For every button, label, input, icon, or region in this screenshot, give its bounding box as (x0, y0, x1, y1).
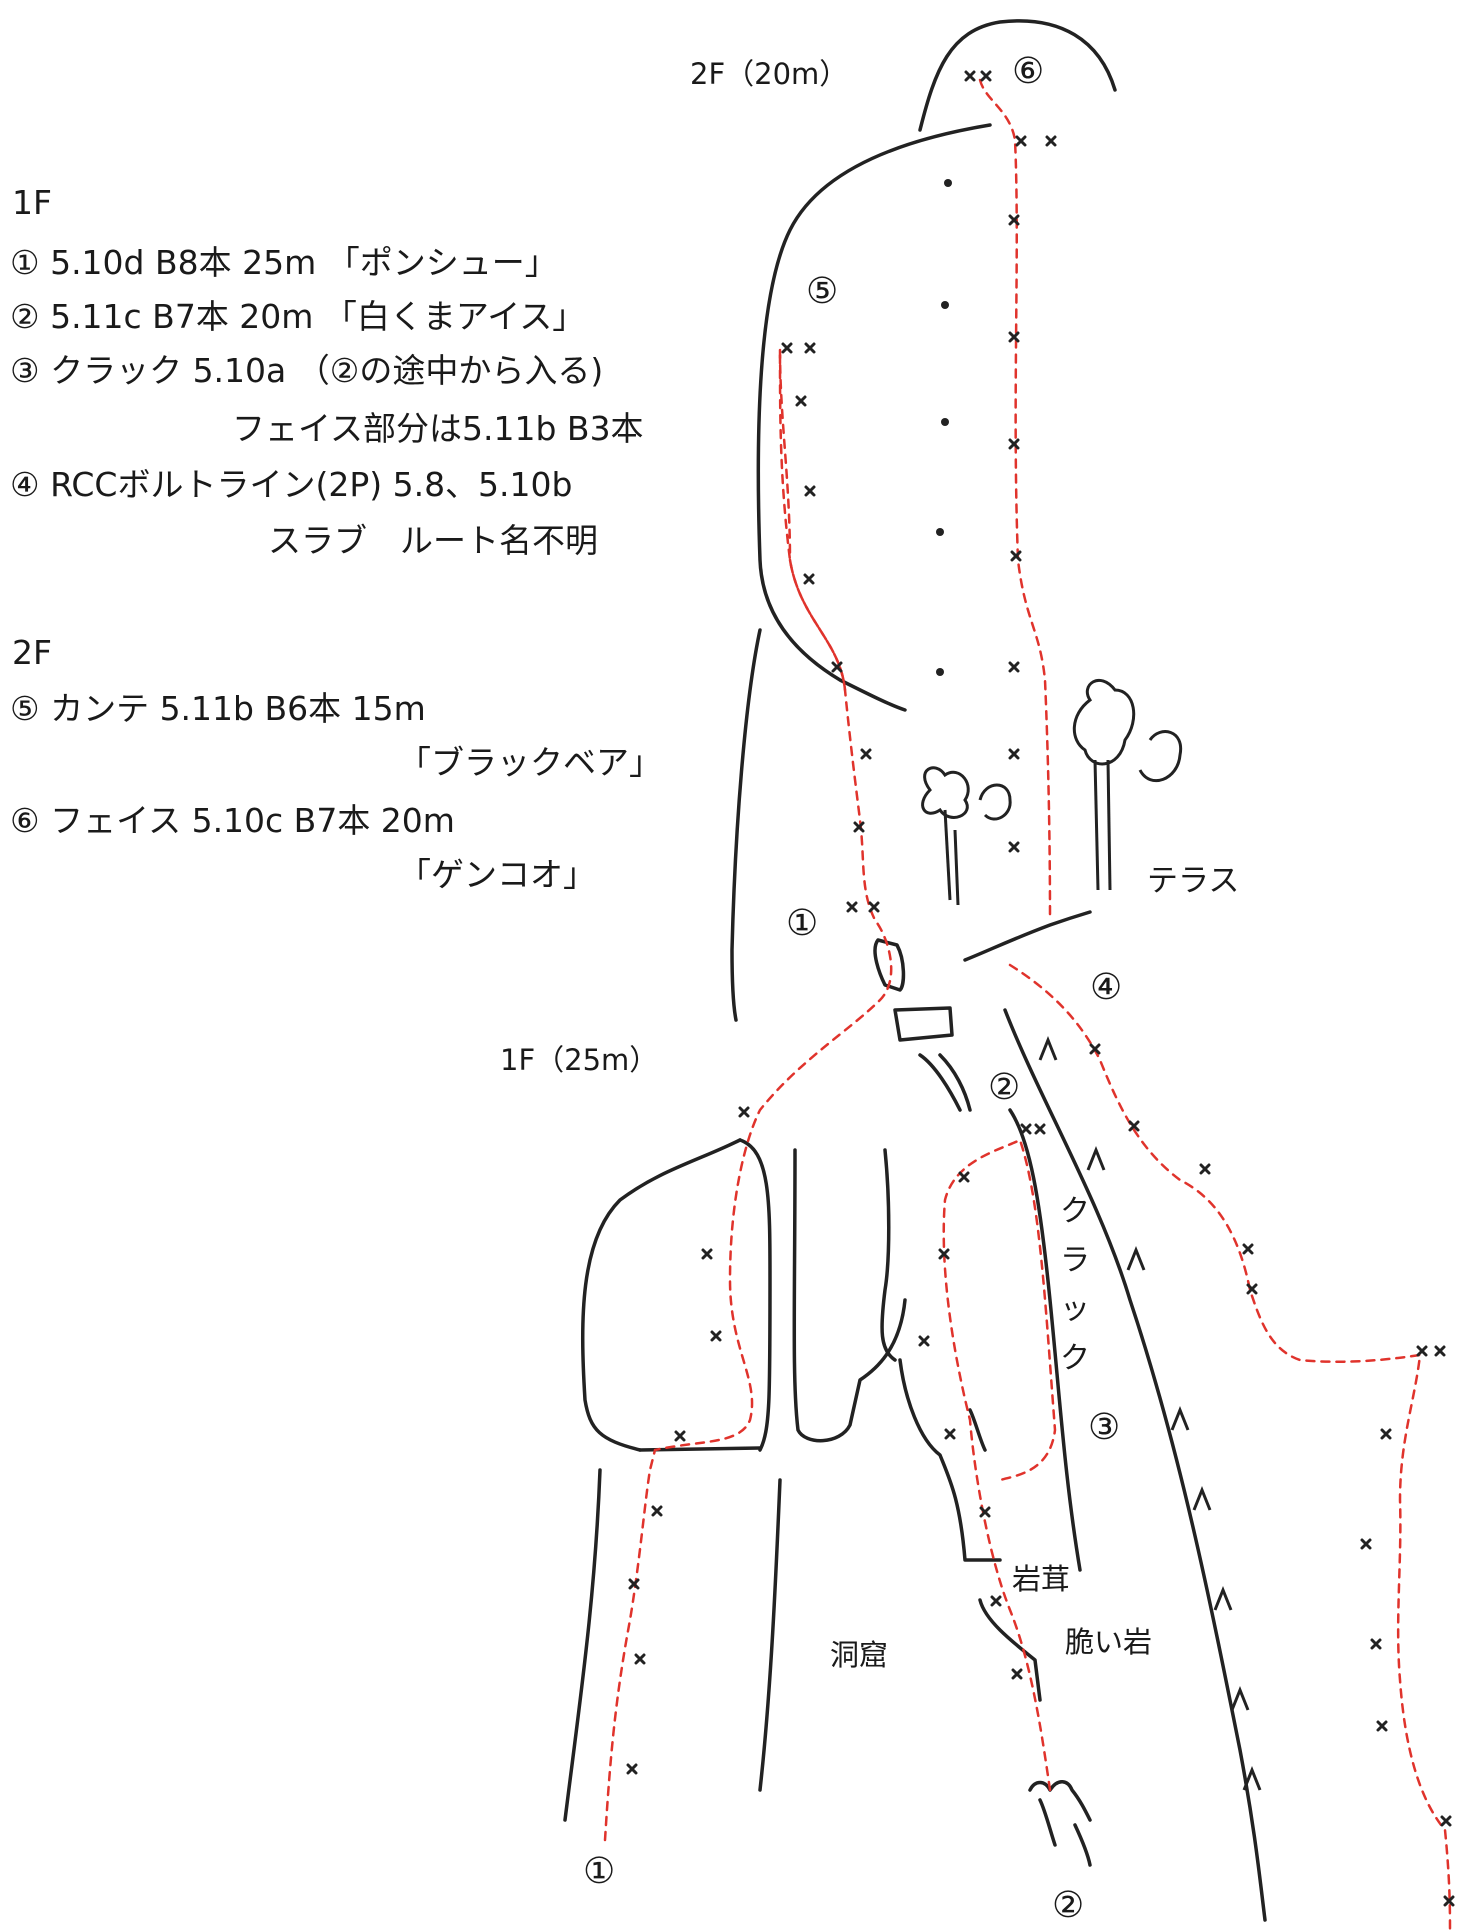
route-marker-1-top: ① (786, 906, 818, 942)
crack-char-1: ク (1055, 1186, 1095, 1235)
route-marker-2-mid: ② (988, 1070, 1020, 1106)
crack-char-4: ク (1055, 1333, 1095, 1382)
legend-route-5-name: 「ブラックベア」 (398, 746, 662, 779)
route-marker-6: ⑥ (1012, 54, 1044, 90)
legend-route-6: ⑥ フェイス 5.10c B7本 20m (10, 804, 455, 837)
legend-route-5: ⑤ カンテ 5.11b B6本 15m (10, 692, 426, 725)
route-1-line (605, 350, 891, 1840)
iwatake-label: 岩茸 (1012, 1565, 1070, 1594)
bolt-hangers (936, 179, 952, 676)
crack-char-2: ラ (1055, 1235, 1095, 1284)
legend-route-3: ③ クラック 5.10a （②の途中から入る) (10, 354, 603, 387)
legend-route-4: ④ RCCボルトライン(2P) 5.8、5.10b (10, 468, 572, 501)
route-marker-1-bottom: ① (583, 1854, 615, 1890)
route-marker-3: ③ (1088, 1410, 1120, 1446)
terrace-label: テラス (1147, 866, 1239, 897)
tree-icon (923, 680, 1181, 905)
route-6-line (980, 80, 1050, 920)
crack-label: ク ラ ッ ク (1055, 1186, 1095, 1382)
rock-outline (565, 21, 1265, 1920)
route-4-line (1010, 965, 1450, 1932)
cave-label: 洞窟 (830, 1641, 888, 1670)
bolt-marks (628, 72, 1453, 1905)
route-marker-5: ⑤ (806, 274, 838, 310)
legend-route-1: ① 5.10d B8本 25m 「ポンシュー」 (10, 246, 558, 279)
legend-route-3-note: フェイス部分は5.11b B3本 (232, 412, 644, 445)
route-marker-2-bottom: ② (1052, 1888, 1084, 1924)
crack-char-3: ッ (1055, 1284, 1095, 1333)
legend-route-6-name: 「ゲンコオ」 (398, 858, 596, 891)
loose-rock-label: 脆い岩 (1065, 1628, 1152, 1657)
pitch-2-label: 2F（20m） (690, 60, 848, 89)
legend-route-4-note: スラブ ルート名不明 (268, 524, 598, 557)
legend-1f-heading: 1F (12, 186, 52, 219)
route-marker-4: ④ (1090, 970, 1122, 1006)
legend-2f-heading: 2F (12, 636, 52, 669)
pitch-1-label: 1F（25m） (500, 1046, 658, 1075)
legend-route-2: ② 5.11c B7本 20m 「白くまアイス」 (10, 300, 585, 333)
